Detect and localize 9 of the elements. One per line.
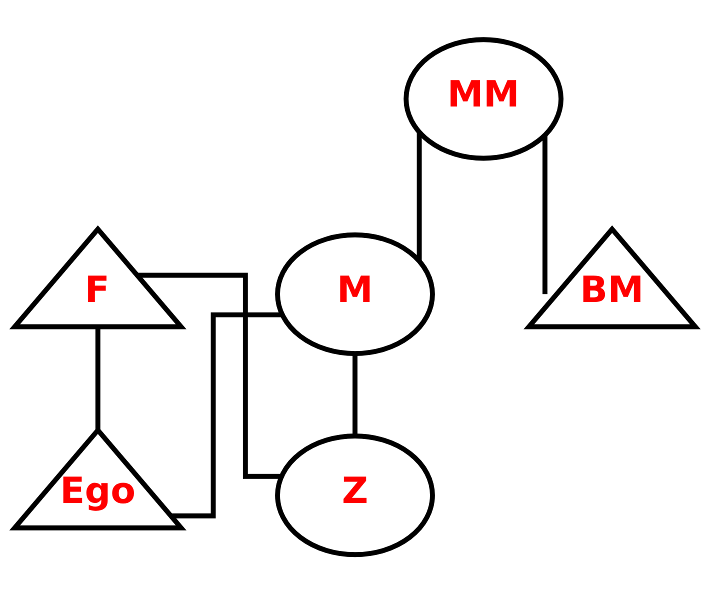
connector bbox=[137, 272, 282, 478]
node-ellipse: MM bbox=[404, 36, 564, 160]
connector bbox=[352, 354, 358, 435]
connector bbox=[416, 132, 422, 260]
node-ellipse: M bbox=[275, 232, 435, 356]
connector bbox=[170, 312, 282, 518]
connector bbox=[542, 134, 548, 294]
connector bbox=[95, 326, 100, 430]
node-ellipse: Z bbox=[275, 433, 435, 557]
